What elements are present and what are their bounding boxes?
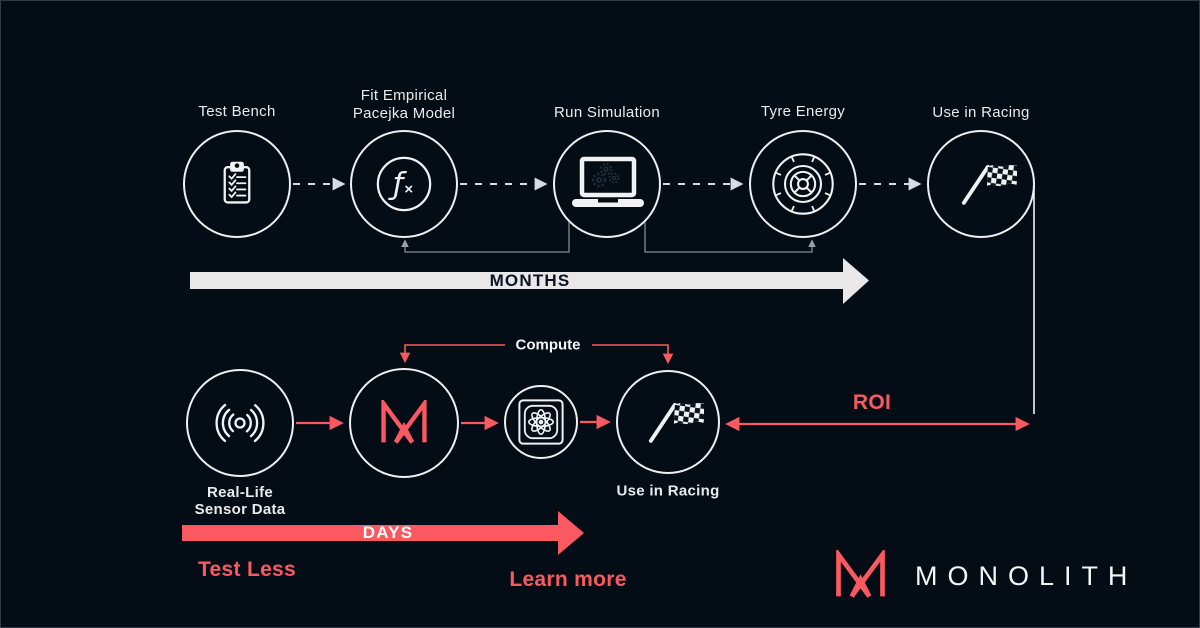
node-circle-simulation [553, 130, 661, 238]
node-circle-sensor [186, 369, 294, 477]
fx-glyph-x: × [404, 180, 414, 198]
fx-glyph-f: ƒ [392, 167, 404, 202]
tyre-icon [767, 148, 839, 220]
compute-loop-right [592, 344, 674, 365]
node-circle-racing-top [927, 130, 1035, 238]
tagline-learn-more: Learn more [509, 568, 627, 591]
monolith-logo-icon [833, 550, 888, 601]
monolith-flow-arrows [296, 414, 1030, 432]
ai-chip-icon [505, 386, 577, 458]
node-label-tyre: Tyre Energy [760, 103, 846, 120]
node-circle-tyre [749, 130, 857, 238]
node-label-simulation: Run Simulation [554, 104, 660, 121]
node-label-pacejka: Fit Empirical Pacejka Model [352, 87, 456, 122]
node-circle-test-bench [183, 130, 291, 238]
node-circles [183, 130, 1035, 478]
node-circle-pacejka [350, 130, 458, 238]
node-circle-monolith [349, 368, 459, 478]
node-circle-chip [504, 385, 578, 459]
feedback-line-to-tyre [644, 222, 816, 253]
sensor-waves-icon [204, 387, 276, 459]
days-arrow [182, 511, 584, 555]
tagline-test-less: Test Less [197, 558, 297, 581]
months-label: MONTHS [489, 271, 571, 290]
feedback-loops [401, 222, 816, 253]
node-circle-racing-bottom [616, 370, 720, 474]
checkered-flag-icon [632, 386, 704, 458]
node-label-racing-top: Use in Racing [932, 104, 1030, 121]
compute-loop-left [399, 344, 505, 364]
days-label: DAYS [362, 523, 414, 542]
checkered-flag-icon [945, 148, 1017, 220]
months-arrow [190, 258, 869, 304]
roi-label: ROI [852, 391, 892, 414]
monolith-logo-icon [377, 400, 431, 446]
node-label-sensor: Real-Life Sensor Data [194, 484, 286, 518]
compute-label: Compute [515, 336, 581, 354]
compute-loop [399, 344, 674, 365]
brand-wordmark: MONOLITH [915, 561, 1138, 591]
laptop-simulation-icon [566, 153, 650, 215]
fx-glyph: ƒ× [393, 170, 413, 200]
feedback-line-to-pacejka [401, 222, 570, 253]
clipboard-checklist-icon [214, 157, 260, 208]
node-label-test-bench: Test Bench [198, 103, 276, 120]
node-label-racing-bottom: Use in Racing [616, 482, 720, 500]
